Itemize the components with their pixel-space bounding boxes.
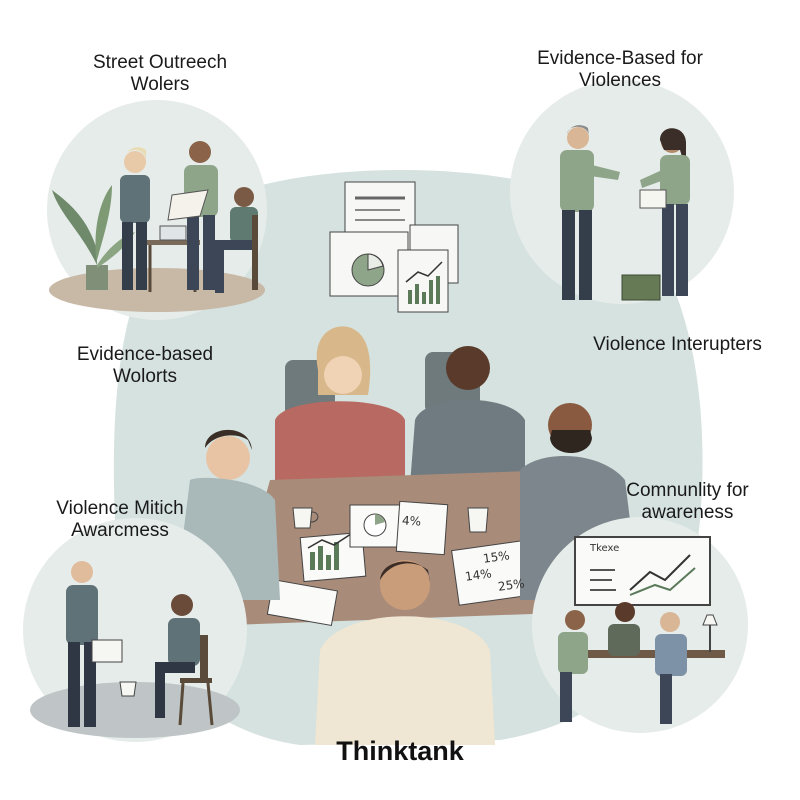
plant-icon (52, 185, 135, 290)
document-stack-icon (329, 181, 459, 313)
label-violence-interupters-text: Violence Interupters (593, 334, 762, 355)
whiteboard-text: Tkexe (590, 543, 620, 554)
whiteboard-icon (574, 536, 711, 606)
label-street-outreach-line1: Street Outreech (92, 52, 228, 73)
label-evidence-based-violences: Evidence-Based for Violences (515, 48, 725, 92)
label-evidence-based-wolorts-line2: Wolorts (112, 366, 178, 387)
label-evidence-based-wolorts-line1: Evidence-based (76, 344, 214, 365)
street-outreach-scene (47, 100, 267, 320)
evidence-based-scene (510, 80, 734, 304)
label-violence-mitich-line2: Awarcmess (71, 520, 169, 541)
community-awareness-scene (532, 517, 748, 733)
label-evidence-based-violences-line1: Evidence-Based for (537, 48, 703, 69)
page-title: Thinktank (336, 736, 464, 766)
pie-chart-icon (351, 253, 385, 287)
label-violence-mitich-line1: Violence Mitich (56, 498, 184, 519)
label-community-awareness: Comnunlity for awareness (605, 480, 770, 524)
label-violence-mitich: Violence Mitich Awarcmess (35, 498, 205, 542)
coffee-cup-icon (292, 507, 319, 529)
label-street-outreach: Street Outreech Wolers (70, 52, 250, 96)
doc-percent-a: 4% (401, 513, 422, 529)
label-street-outreach-line2: Wolers (130, 74, 190, 95)
label-evidence-based-wolorts: Evidence-based Wolorts (55, 344, 235, 388)
label-violence-interupters: Violence Interupters (570, 334, 785, 356)
label-community-awareness-line2: awareness (641, 502, 734, 523)
label-community-awareness-line1: Comnunlity for (626, 480, 749, 501)
line-chart-icon (307, 531, 355, 570)
label-evidence-based-violences-line2: Violences (578, 70, 662, 91)
bar-chart-icon (405, 261, 443, 304)
center-meeting-scene (175, 326, 640, 745)
violence-mitigation-scene (23, 518, 247, 742)
